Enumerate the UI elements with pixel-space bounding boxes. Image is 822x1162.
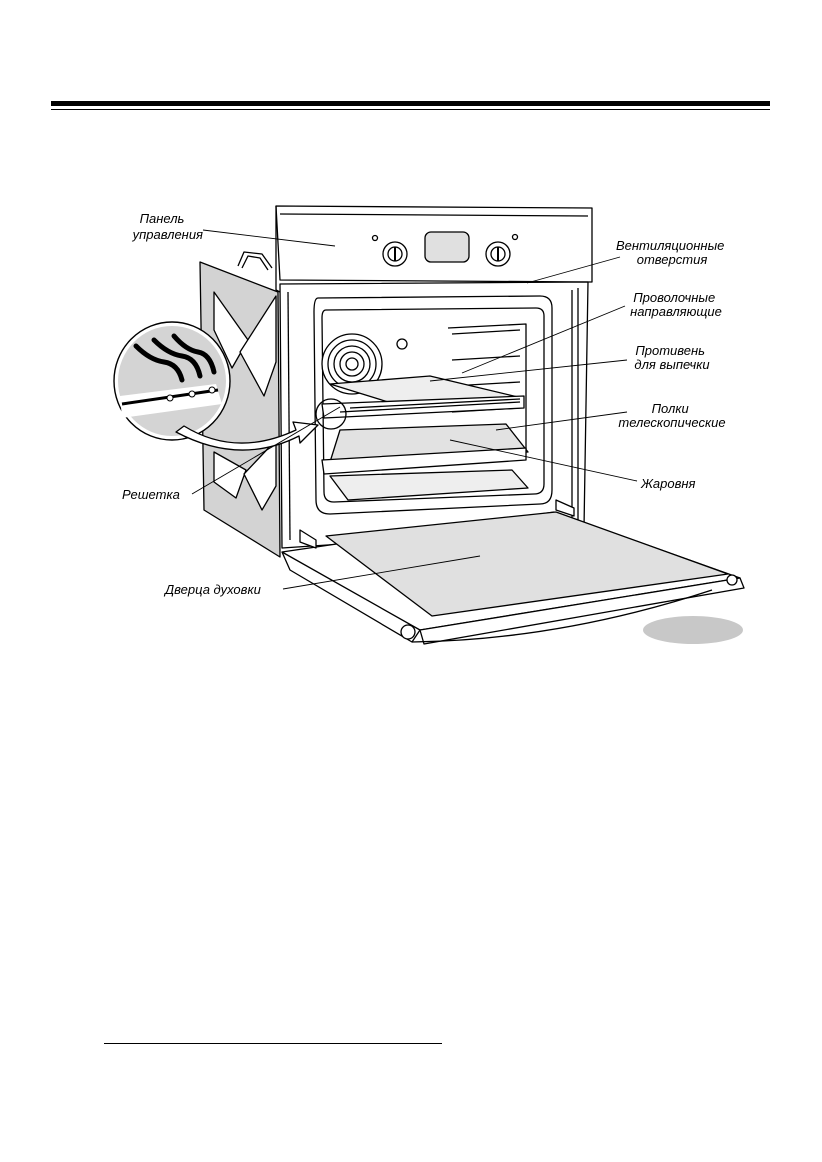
footnote-rule [104, 1043, 442, 1044]
label-roasting-pan: Жаровня [640, 476, 696, 491]
label-wire-guides: Проволочные направляющие [630, 290, 722, 319]
detail-marker-circle [315, 398, 347, 430]
rack-detail-inset [113, 321, 231, 441]
label-oven-door: Дверца духовки [163, 582, 261, 597]
knob-right [485, 241, 511, 267]
label-telescopic-shelves: Полки телескопические [618, 401, 725, 430]
label-vents: Вентиляционные отверстия [616, 238, 728, 267]
label-grill-rack: Решетка [122, 487, 180, 502]
leader-lines [191, 229, 638, 590]
label-control-panel: Панель управления [132, 211, 203, 242]
header-rule-thick [51, 101, 770, 106]
display-window [424, 231, 470, 263]
oven-drawing [199, 205, 745, 645]
label-baking-tray: Противень для выпечки [634, 343, 709, 372]
pointer-arrow [175, 421, 319, 451]
page-badge [643, 616, 743, 644]
header-rule-thin [51, 109, 770, 110]
knob-left [382, 241, 408, 267]
fan-cover [321, 333, 383, 395]
